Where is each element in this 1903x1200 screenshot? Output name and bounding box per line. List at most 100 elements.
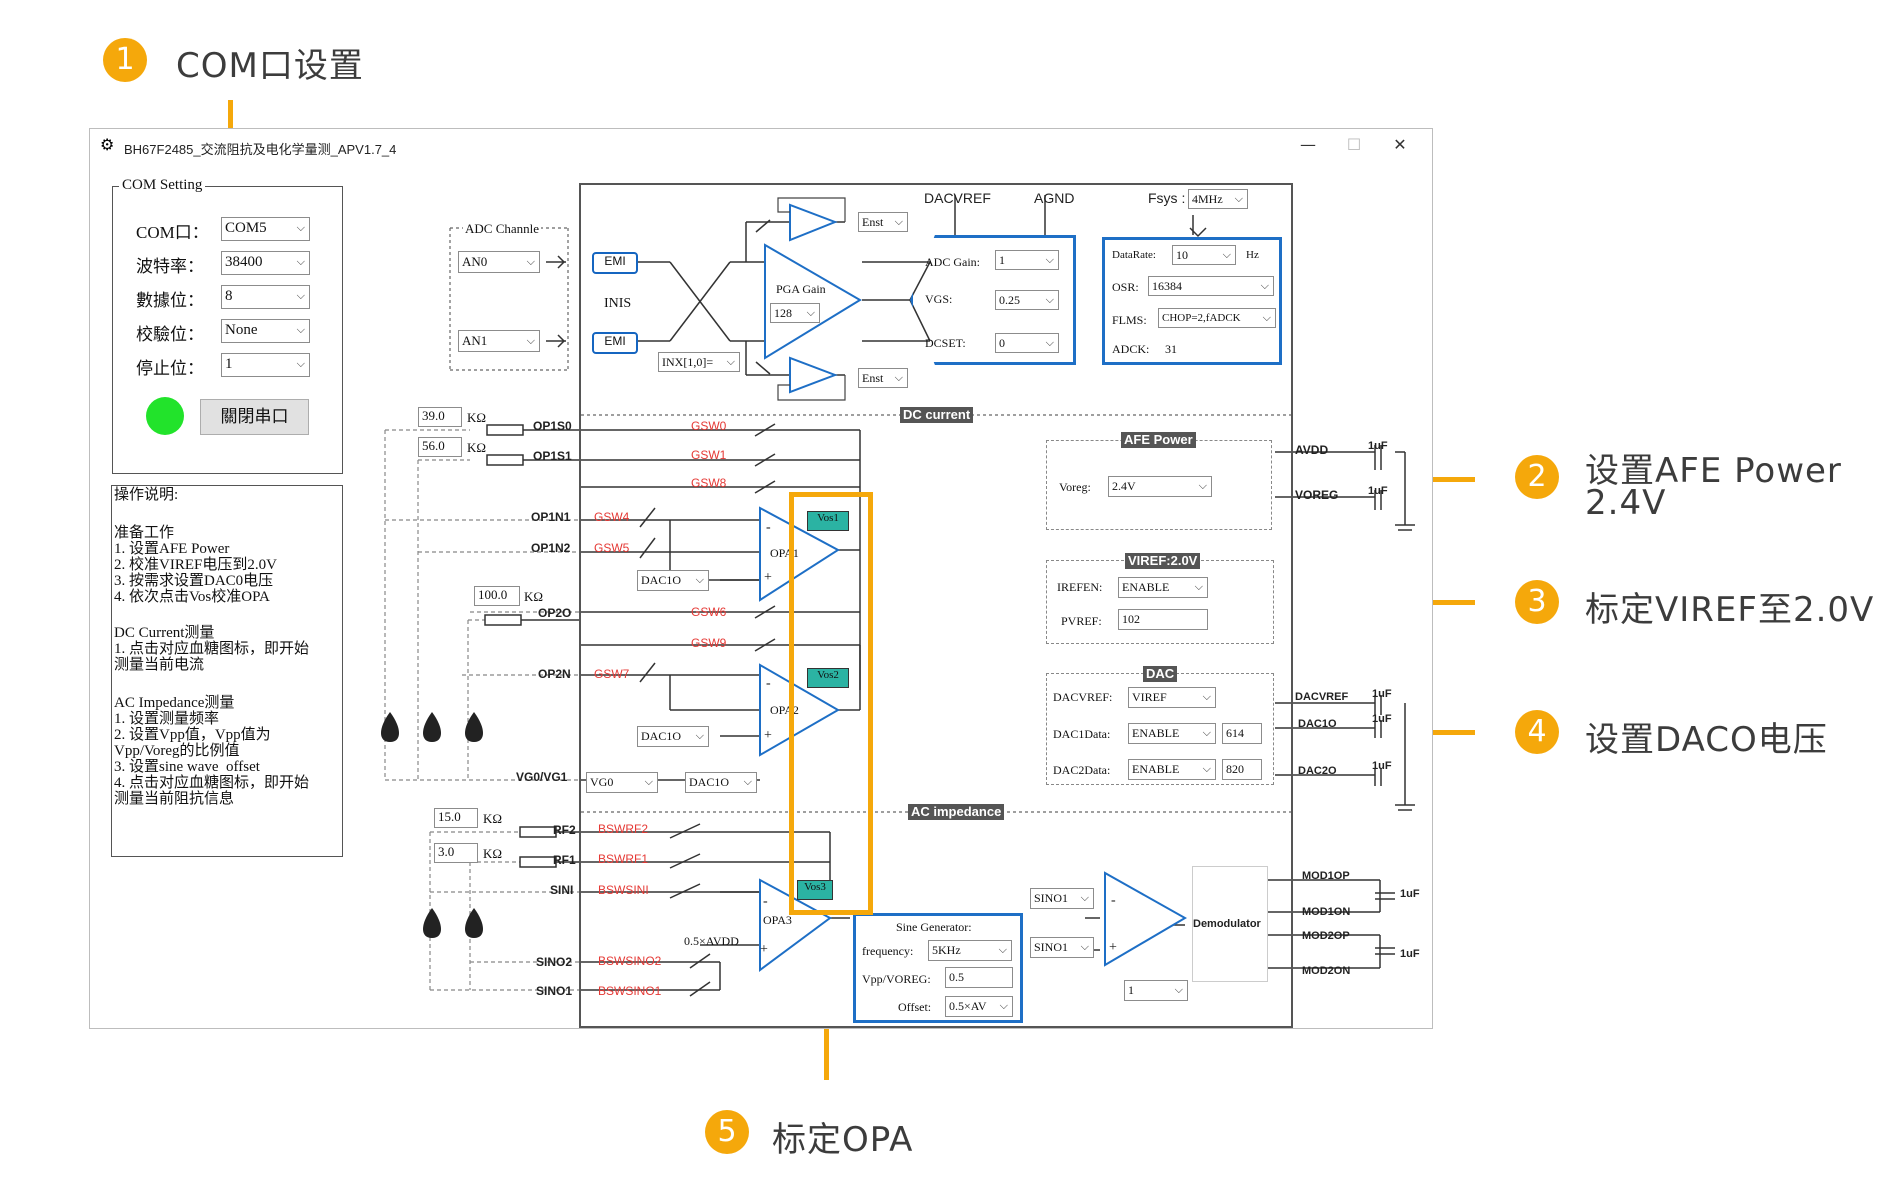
r1-39k-value[interactable]: 39.0 xyxy=(418,407,462,427)
close-button[interactable]: ✕ xyxy=(1393,135,1407,154)
viref-group xyxy=(1046,560,1274,644)
pvref-input[interactable]: 102 xyxy=(1118,609,1208,630)
chevron-down-icon: ⌵ xyxy=(1080,941,1089,953)
opa1-dac-select[interactable]: DAC1O⌵ xyxy=(637,570,709,591)
rf2-unit: KΩ xyxy=(483,811,503,826)
parity-select[interactable]: None⌵ xyxy=(221,319,310,343)
flms-select[interactable]: CHOP=2,fADCK⌵ xyxy=(1158,308,1276,328)
callout-5-text: 标定OPA xyxy=(772,1120,914,1160)
vg-dac-select[interactable]: DAC1O⌵ xyxy=(685,772,757,793)
pin-dacvref: DACVREF xyxy=(1295,691,1349,703)
chevron-down-icon: ⌵ xyxy=(1198,480,1207,492)
frequency-select[interactable]: 5KHz⌵ xyxy=(928,940,1012,961)
dac1-data-input[interactable]: 614 xyxy=(1222,723,1262,744)
pga-gain-select[interactable]: 128⌵ xyxy=(770,303,820,323)
dac1-enable-select[interactable]: ENABLE⌵ xyxy=(1128,723,1216,744)
dc-measure-vg-icon[interactable] xyxy=(459,710,489,746)
switch-bswsino2[interactable]: BSWSINO2 xyxy=(598,954,662,968)
vos2-button[interactable]: Vos2 xyxy=(807,668,849,688)
emi-filter-bottom: EMI xyxy=(592,332,638,354)
osr-select[interactable]: 16384⌵ xyxy=(1148,276,1274,296)
chevron-down-icon: ⌵ xyxy=(695,730,704,742)
adc-gain-box xyxy=(910,235,1076,365)
dac1-data-label: DAC1Data: xyxy=(1053,727,1111,741)
switch-bswsini[interactable]: BSWSINI xyxy=(598,883,649,897)
irefen-select[interactable]: ENABLE⌵ xyxy=(1118,577,1208,598)
switch-gsw1[interactable]: GSW1 xyxy=(691,448,727,462)
chevron-down-icon: ⌵ xyxy=(894,216,903,228)
adc-gain-select[interactable]: 1⌵ xyxy=(995,250,1059,270)
pin-voreg: VOREG xyxy=(1295,488,1339,502)
dacvref-select[interactable]: VIREF⌵ xyxy=(1128,687,1216,708)
dac2-data-input[interactable]: 820 xyxy=(1222,759,1262,780)
ac-measure-2-icon[interactable] xyxy=(459,906,489,942)
pin-mod1op: MOD1OP xyxy=(1302,870,1350,882)
switch-gsw7[interactable]: GSW7 xyxy=(594,667,630,681)
switch-bswsino1[interactable]: BSWSINO1 xyxy=(598,984,662,998)
callout-5-badge: 5 xyxy=(705,1110,749,1154)
opa2-dac-select[interactable]: DAC1O⌵ xyxy=(637,726,709,747)
an0-select[interactable]: AN0⌵ xyxy=(458,251,540,273)
switch-gsw6[interactable]: GSW6 xyxy=(691,605,727,619)
node-op2o: OP2O xyxy=(538,606,572,620)
instructions-ac: AC Impedance测量 1. 设置测量频率 2. 设置Vpp值，Vpp值为… xyxy=(114,695,310,807)
enst-top-select[interactable]: Enst⌵ xyxy=(858,212,908,232)
baud-rate-select[interactable]: 38400⌵ xyxy=(221,251,310,275)
pin-mod1on: MOD1ON xyxy=(1302,906,1351,918)
rf2-15k-value[interactable]: 15.0 xyxy=(434,808,478,828)
datarate-select[interactable]: 10⌵ xyxy=(1172,245,1236,265)
dcset-select[interactable]: 0⌵ xyxy=(995,333,1059,353)
dac2-enable-select[interactable]: ENABLE⌵ xyxy=(1128,759,1216,780)
inx-select[interactable]: INX[1,0]=⌵ xyxy=(658,352,740,372)
close-port-button[interactable]: 關閉串口 xyxy=(200,399,309,435)
dc-measure-opa2-icon[interactable] xyxy=(417,710,447,746)
cap-mod1: 1uF xyxy=(1400,888,1420,900)
dac-title: DAC xyxy=(1143,666,1178,682)
offset-select[interactable]: 0.5×AV⌵ xyxy=(945,996,1013,1017)
switch-bswrf2[interactable]: BSWRF2 xyxy=(598,822,649,836)
switch-gsw0[interactable]: GSW0 xyxy=(691,419,727,433)
ac-impedance-section-label: AC impedance xyxy=(908,804,1005,820)
chevron-down-icon: ⌵ xyxy=(1202,727,1211,739)
demod-gain-select[interactable]: 1⌵ xyxy=(1124,980,1188,1001)
opa3-label: OPA3 xyxy=(763,913,792,927)
stop-bits-select[interactable]: 1⌵ xyxy=(221,353,310,377)
r3-100k-value[interactable]: 100.0 xyxy=(474,586,520,606)
switch-gsw9[interactable]: GSW9 xyxy=(691,636,727,650)
com-port-select[interactable]: COM5⌵ xyxy=(221,217,310,241)
an1-select[interactable]: AN1⌵ xyxy=(458,330,540,352)
minimize-button[interactable]: — xyxy=(1300,135,1316,154)
fsys-select[interactable]: 4MHz⌵ xyxy=(1188,189,1248,209)
maximize-button[interactable]: ☐ xyxy=(1346,135,1362,154)
sino-b-select[interactable]: SINO1⌵ xyxy=(1030,937,1094,958)
pin-dac1o: DAC1O xyxy=(1298,718,1337,730)
vos1-button[interactable]: Vos1 xyxy=(807,511,849,531)
switch-gsw8[interactable]: GSW8 xyxy=(691,476,727,490)
rf1-3k-value[interactable]: 3.0 xyxy=(434,843,478,863)
data-bits-select[interactable]: 8⌵ xyxy=(221,285,310,309)
vpp-input[interactable]: 0.5 xyxy=(945,967,1013,988)
chevron-down-icon: ⌵ xyxy=(296,290,305,302)
emi-filter-top: EMI xyxy=(592,252,638,274)
sino-a-select[interactable]: SINO1⌵ xyxy=(1030,888,1094,909)
vg-select[interactable]: VG0⌵ xyxy=(586,772,658,793)
enst-bottom-select[interactable]: Enst⌵ xyxy=(858,368,908,388)
title-bar: ⚙ BH67F2485_交流阻抗及电化学量测_APV1.7_4 — ☐ ✕ xyxy=(90,129,1432,159)
instructions-prep: 准备工作 1. 设置AFE Power 2. 校准VIREF电压到2.0V 3.… xyxy=(114,525,277,605)
ac-measure-1-icon[interactable] xyxy=(417,906,447,942)
chevron-down-icon: ⌵ xyxy=(999,1000,1008,1012)
r2-56k-value[interactable]: 56.0 xyxy=(418,437,462,457)
demodulator-label: Demodulator xyxy=(1193,918,1261,930)
dc-measure-opa1-icon[interactable] xyxy=(375,710,405,746)
chevron-down-icon: ⌵ xyxy=(644,776,653,788)
vgs-select[interactable]: 0.25⌵ xyxy=(995,290,1059,310)
switch-bswrf1[interactable]: BSWRF1 xyxy=(598,852,649,866)
adc-gain-label: ADC Gain: xyxy=(925,255,980,269)
voreg-select[interactable]: 2.4V⌵ xyxy=(1108,476,1212,497)
switch-gsw4[interactable]: GSW4 xyxy=(594,510,630,524)
switch-gsw5[interactable]: GSW5 xyxy=(594,541,630,555)
vos3-button[interactable]: Vos3 xyxy=(797,880,833,900)
callout-3-text: 标定VIREF至2.0V xyxy=(1585,590,1875,630)
callout-2-text-line1: 设置AFE Power xyxy=(1585,451,1842,491)
